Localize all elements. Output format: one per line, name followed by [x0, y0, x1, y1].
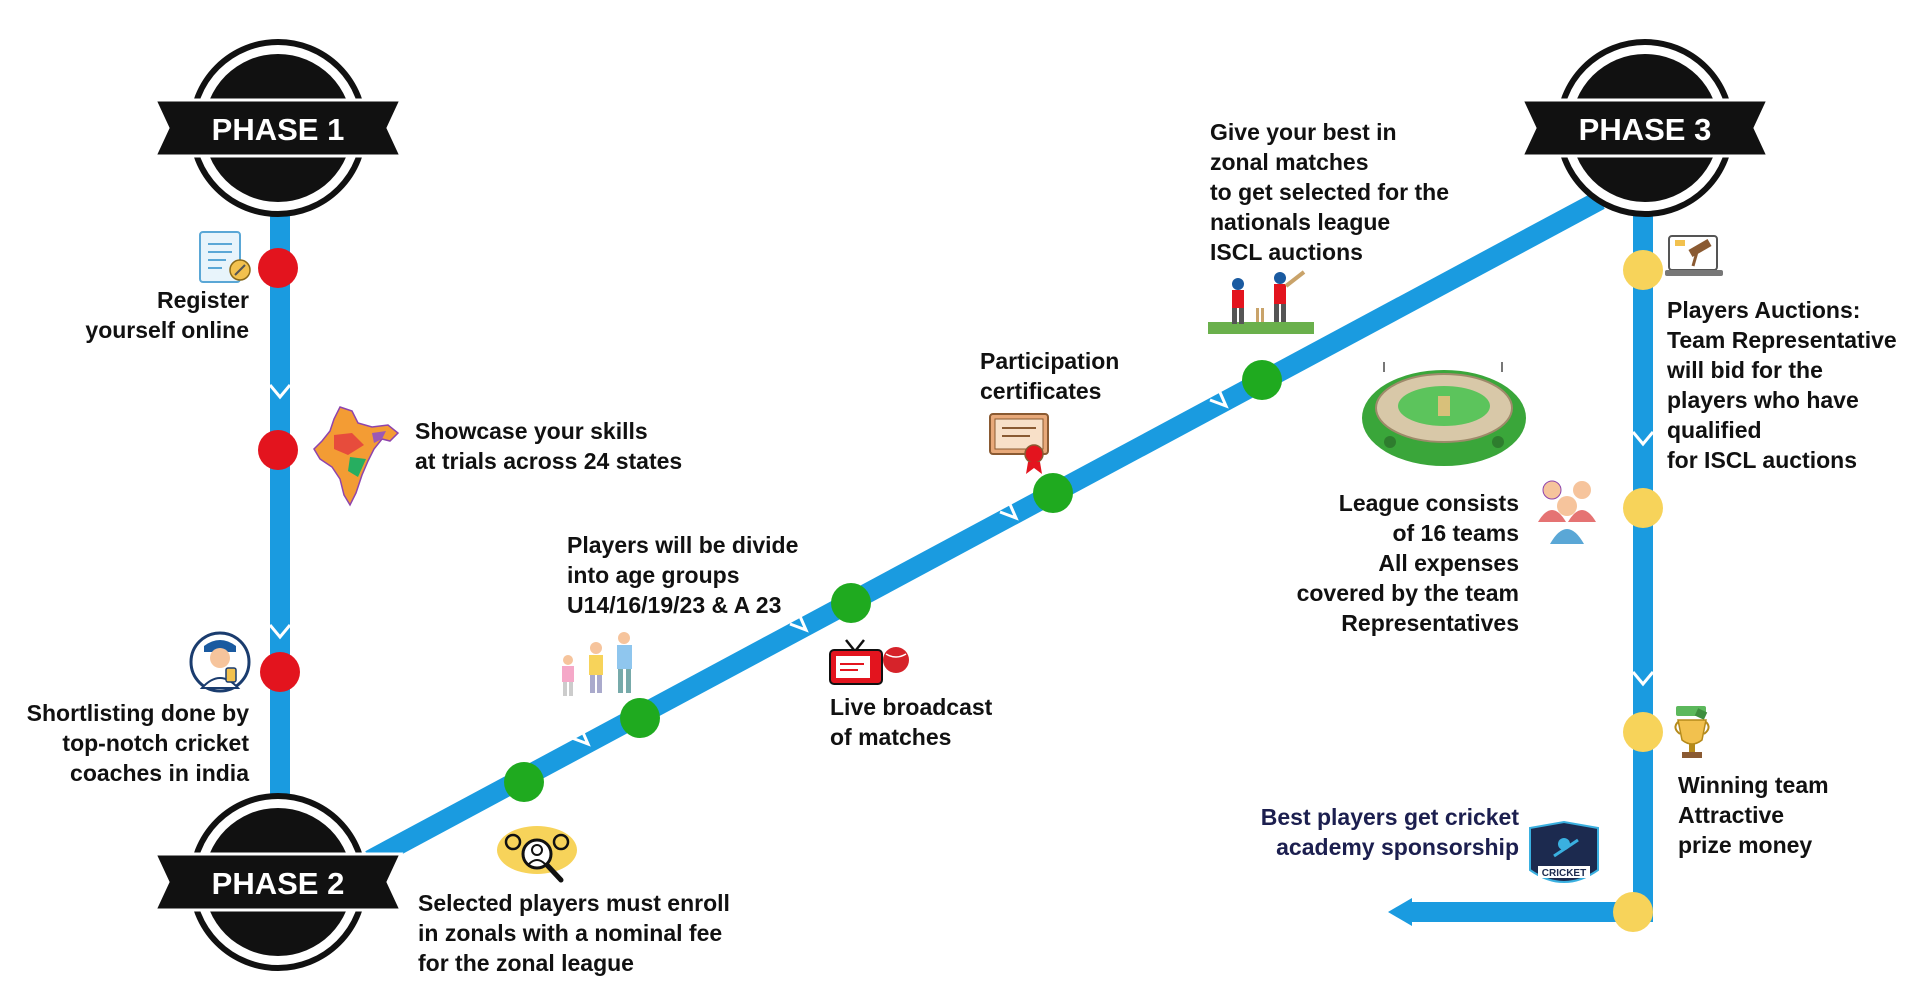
- step-zonal-best-label: Give your best in zonal matches to get s…: [1210, 119, 1449, 265]
- team-icon: [1538, 480, 1596, 544]
- cricket-logo-text: CRICKET: [1542, 868, 1586, 879]
- step-enroll-label: Selected players must enroll in zonals w…: [418, 890, 730, 976]
- phase-label-3: PHASE 3: [1579, 112, 1712, 147]
- dot-enroll: [504, 762, 544, 802]
- dot-broadcast: [831, 583, 871, 623]
- step-shortlisting-label: Shortlisting done by top-notch cricket c…: [26, 700, 249, 786]
- phase-label-2: PHASE 2: [212, 866, 345, 901]
- direction-chevrons: [268, 384, 1655, 747]
- dot-winning: [1623, 712, 1663, 752]
- stadium-icon: [1362, 362, 1526, 466]
- cricket-logo-icon: CRICKET: [1529, 820, 1599, 883]
- dot-age-groups: [620, 698, 660, 738]
- certificate-icon: [989, 413, 1049, 474]
- phase-badge-2: PHASE 2: [152, 793, 404, 971]
- step-auctions-label: Players Auctions: Team Representative wi…: [1667, 297, 1897, 473]
- search-people-icon: [497, 826, 577, 883]
- step-certificates-label: Participation certificates: [980, 348, 1120, 404]
- step-broadcast-label: Live broadcast of matches: [830, 694, 993, 750]
- age-group-players-icon: [562, 632, 632, 696]
- dot-shortlisting: [260, 652, 300, 692]
- step-age-groups-label: Players will be divide into age groups U…: [567, 532, 799, 618]
- step-winning-label: Winning team Attractive prize money: [1678, 772, 1829, 858]
- coach-icon: [189, 631, 251, 693]
- track-end-arrow: [1388, 898, 1412, 926]
- dot-zonal-best: [1242, 360, 1282, 400]
- auction-laptop-icon: [1665, 235, 1723, 276]
- phase-label-1: PHASE 1: [212, 112, 345, 147]
- step-register-label: Register yourself online: [85, 287, 249, 343]
- dot-showcase: [258, 430, 298, 470]
- phase2-dots: [504, 360, 1282, 802]
- phase1-dots: [258, 248, 300, 692]
- dot-register: [258, 248, 298, 288]
- dot-league: [1623, 488, 1663, 528]
- step-showcase-label: Showcase your skills at trials across 24…: [415, 418, 683, 474]
- phase3-dots: [1613, 250, 1663, 932]
- india-map-icon: [313, 406, 400, 507]
- phase-badge-3: PHASE 3: [1519, 39, 1771, 217]
- dot-sponsorship: [1613, 892, 1653, 932]
- dot-auctions: [1623, 250, 1663, 290]
- live-tv-icon: [829, 639, 909, 685]
- phase-badge-1: PHASE 1: [152, 39, 404, 217]
- step-league-label: League consists of 16 teams All expenses…: [1296, 490, 1519, 636]
- dot-certificates: [1033, 473, 1073, 513]
- step-sponsorship-label: Best players get cricket academy sponsor…: [1260, 804, 1519, 860]
- cricket-players-icon: [1208, 270, 1314, 334]
- register-form-icon: [199, 231, 251, 283]
- trophy-icon: [1674, 706, 1710, 758]
